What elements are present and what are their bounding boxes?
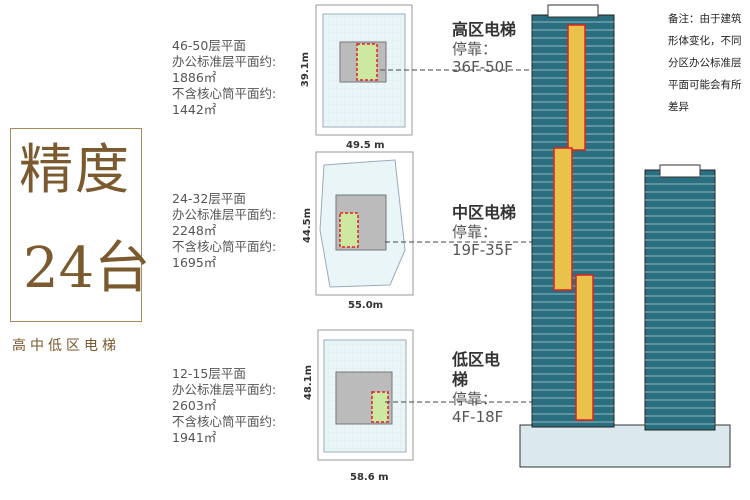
net-area: 1442㎡ (172, 102, 217, 117)
dim-width-high: 49.5 m (346, 140, 385, 151)
elevator-stops: 停靠：19F-35F (452, 223, 513, 259)
floor-plan-low (317, 329, 414, 461)
floors: 46-50层平面 (172, 38, 246, 53)
net-area: 1695㎡ (172, 255, 217, 270)
dim-depth-low: 48.1m (303, 365, 314, 401)
logo-box: 精度 24台 (10, 128, 150, 322)
std-area: 2248㎡ (172, 223, 217, 238)
logo-count: 24台 (23, 236, 151, 301)
logo-subtitle: 高中低区电梯 (12, 338, 120, 354)
dim-depth-high: 39.1m (300, 52, 311, 88)
tower-elevation (519, 4, 731, 468)
elevator-name: 低区电梯 (452, 350, 501, 389)
elevator-stops: 停靠：4F-18F (452, 390, 504, 426)
std-label: 办公标准层平面约: (172, 382, 277, 397)
elevator-label-high: 高区电梯 停靠：36F-50F (452, 20, 524, 76)
elevator-label-mid: 中区电梯 停靠：19F-35F (452, 203, 528, 259)
dim-depth-mid: 44.5m (302, 208, 313, 244)
floor-plan-mid (315, 151, 414, 296)
dim-width-mid: 55.0m (348, 300, 384, 311)
floors: 24-32层平面 (172, 191, 246, 206)
net-label: 不含核心筒平面约: (172, 414, 277, 429)
elevator-name: 高区电梯 (452, 20, 517, 39)
remark-note: 备注：由于建筑形体变化，不同分区办公标准层平面可能会有所差异 (668, 13, 742, 113)
std-area: 1886㎡ (172, 70, 217, 85)
dim-width-low: 58.6 m (350, 472, 389, 483)
elevator-label-low: 低区电梯 停靠：4F-18F (452, 350, 504, 426)
std-label: 办公标准层平面约: (172, 207, 277, 222)
elevator-stops: 停靠：36F-50F (452, 40, 513, 76)
net-area: 1941㎡ (172, 430, 217, 445)
net-label: 不含核心筒平面约: (172, 239, 277, 254)
net-label: 不含核心筒平面约: (172, 86, 277, 101)
logo-title: 精度 (19, 138, 131, 201)
std-area: 2603㎡ (172, 398, 217, 413)
std-label: 办公标准层平面约: (172, 54, 277, 69)
floors: 12-15层平面 (172, 366, 246, 381)
elevator-name: 中区电梯 (452, 203, 517, 222)
